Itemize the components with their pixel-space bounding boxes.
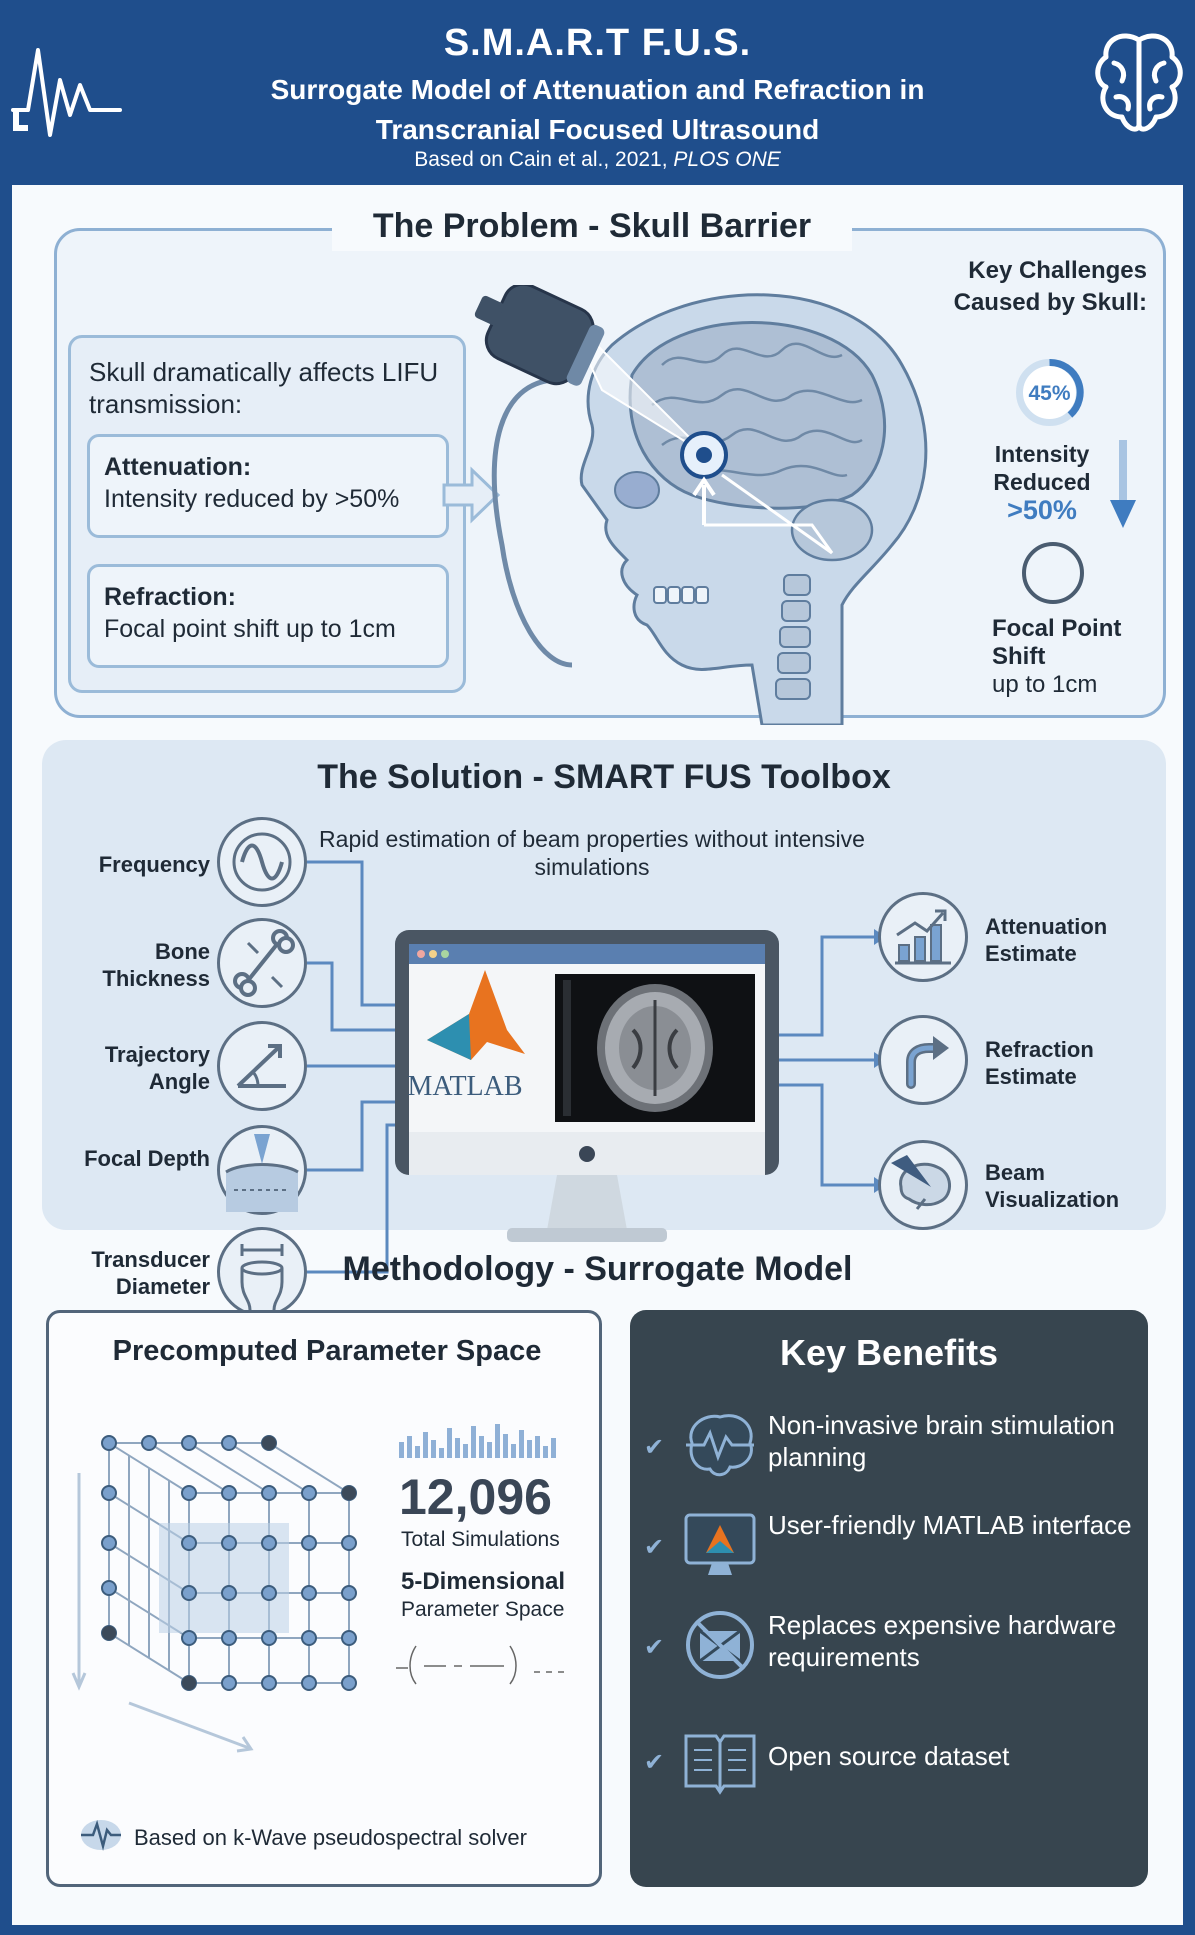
output-label-refraction: Refraction Estimate — [985, 1037, 1094, 1089]
intensity-reduced: Intensity Reduced >50% — [993, 441, 1091, 525]
histogram-sparkline — [399, 1424, 556, 1458]
check-icon: ✔ — [644, 1634, 665, 1661]
pointer-arrow — [442, 466, 501, 524]
equation-graphic — [396, 1645, 564, 1685]
app-subtitle: Surrogate Model of Attenuation and Refra… — [270, 74, 925, 145]
angle-icon — [217, 1021, 307, 1111]
input-label-bone-thickness: Bone Thickness — [102, 939, 210, 991]
parameter-grid-cube — [71, 1435, 357, 1753]
problem-details: Skull dramatically affects LIFU transmis… — [68, 335, 466, 693]
benefit-item: ✔ Replaces expensive hardware requiremen… — [630, 1605, 1148, 1695]
software-label: MATLAB — [407, 1071, 522, 1102]
key-benefits-panel: Key Benefits ✔ Non-invasive brain stimul… — [630, 1310, 1148, 1887]
open-book-icon — [684, 1734, 756, 1795]
teeth — [653, 586, 709, 604]
citation: Based on Cain et al., 2021, PLOS ONE — [414, 148, 781, 171]
dimension-label: Parameter Space — [401, 1598, 565, 1621]
check-icon: ✔ — [644, 1749, 665, 1776]
input-label-focal-depth: Focal Depth — [84, 1146, 210, 1171]
brain-beam-icon — [878, 1140, 968, 1230]
input-label-transducer-diameter: Transducer Diameter — [91, 1247, 210, 1299]
simulation-count: 12,096 — [399, 1469, 552, 1525]
skull-head-illustration — [442, 285, 928, 725]
output-label-attenuation: Attenuation Estimate — [985, 914, 1108, 966]
methodology-title: Methodology - Surrogate Model — [342, 1250, 853, 1288]
down-arrow-icon — [1110, 440, 1136, 528]
check-icon: ✔ — [644, 1434, 665, 1461]
waveform-icon — [81, 1819, 121, 1851]
compass-icon — [1022, 542, 1084, 604]
sine-wave-icon — [217, 817, 307, 907]
brain-pulse-icon — [686, 1414, 754, 1477]
refraction-card: Refraction: Focal point shift up to 1cm — [87, 564, 449, 668]
content-canvas: The Problem - Skull Barrier Skull dramat… — [12, 185, 1183, 1925]
input-label-trajectory-angle: Trajectory Angle — [104, 1042, 210, 1094]
problem-lead: Skull dramatically affects LIFU transmis… — [89, 357, 439, 419]
check-icon: ✔ — [644, 1534, 665, 1561]
eye-socket — [614, 471, 660, 509]
transducer-cable — [491, 377, 573, 668]
header: S.M.A.R.T F.U.S. Surrogate Model of Atte… — [0, 0, 1195, 185]
input-label-frequency: Frequency — [98, 852, 210, 877]
transducer-device — [474, 285, 605, 386]
curved-arrow-icon — [878, 1015, 968, 1105]
no-hardware-icon — [686, 1611, 754, 1679]
focal-shift: Focal Point Shift up to 1cm — [992, 615, 1122, 698]
output-label-beam-visualization: Beam Visualization — [985, 1160, 1120, 1212]
monitor-icon — [684, 1513, 756, 1575]
spine — [775, 574, 811, 700]
benefit-item: ✔ Non-invasive brain stimulation plannin… — [630, 1405, 1148, 1495]
bar-chart-icon — [878, 892, 968, 982]
simulation-count-label: Total Simulations — [401, 1528, 560, 1551]
brain-icon — [1095, 33, 1183, 132]
key-challenges-title: Key Challenges Caused by Skull: — [953, 257, 1147, 316]
bone-icon — [217, 918, 307, 1008]
parameter-space-title: Precomputed Parameter Space — [112, 1335, 542, 1367]
solution-title: The Solution - SMART FUS Toolbox — [317, 758, 891, 796]
percent-ring: 45% — [1016, 358, 1084, 426]
focal-depth-icon — [217, 1125, 307, 1215]
benefit-item: ✔ Open source dataset — [630, 1720, 1148, 1810]
dimension-count: 5-Dimensional — [401, 1568, 566, 1595]
attenuation-card: Attenuation: Intensity reduced by >50% — [87, 434, 449, 538]
percent-ring-value: 45% — [1028, 382, 1070, 405]
cerebellum — [790, 498, 874, 562]
app-title: S.M.A.R.T F.U.S. — [443, 22, 752, 64]
benefit-item: ✔ User-friendly MATLAB interface — [630, 1505, 1148, 1595]
ultrasound-pulse-icon — [11, 48, 122, 137]
key-benefits-title: Key Benefits — [780, 1332, 999, 1373]
matlab-monitor: MATLAB — [395, 930, 779, 1242]
problem-title: The Problem - Skull Barrier — [332, 201, 852, 251]
parameter-space-panel: Precomputed Parameter Space — [46, 1310, 602, 1887]
solver-note: Based on k-Wave pseudospectral solver — [134, 1825, 527, 1850]
solution-subtitle: Rapid estimation of beam properties with… — [319, 826, 865, 880]
